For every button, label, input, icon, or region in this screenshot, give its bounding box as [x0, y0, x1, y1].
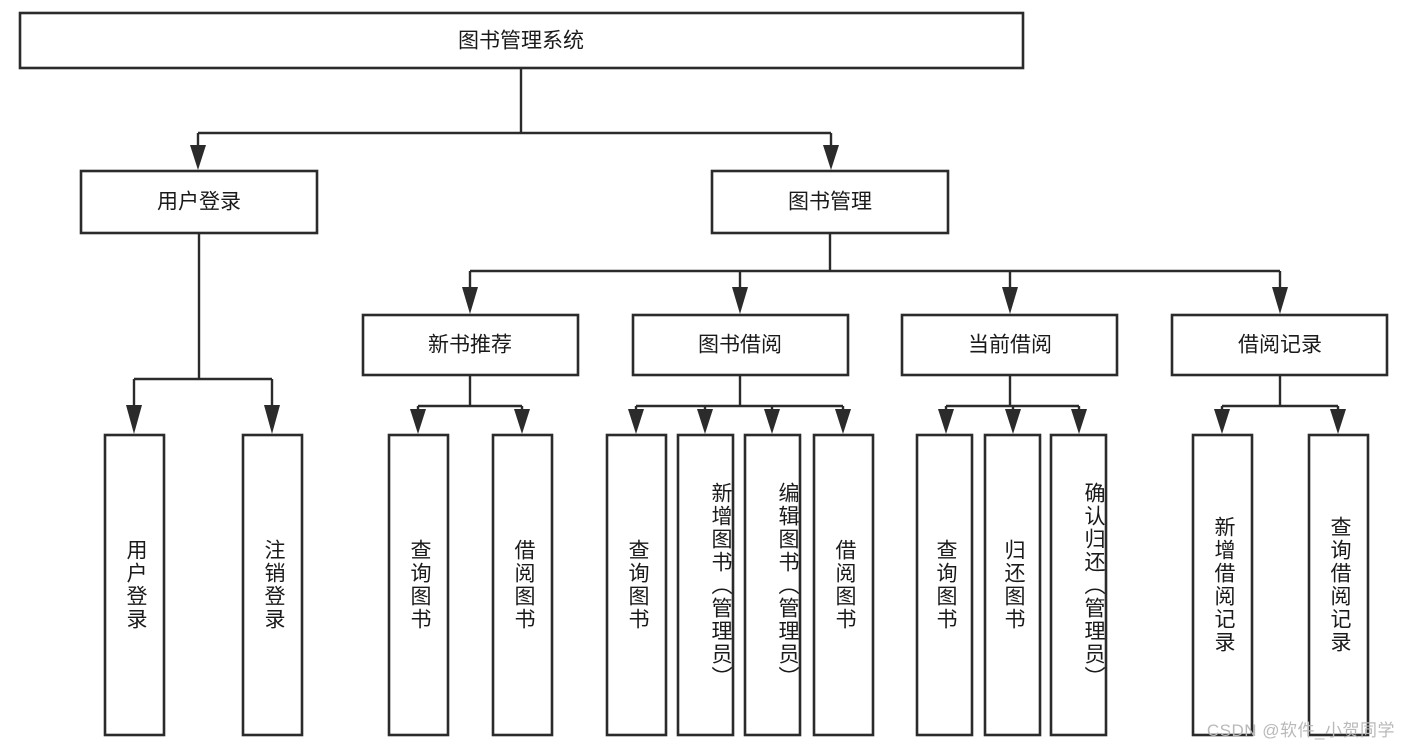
- leaf-box-edit-book[interactable]: [743, 433, 802, 737]
- leaf-label-confirm-return: 确认归还（管理员）: [1082, 481, 1105, 689]
- user-login-box: [79, 169, 319, 235]
- new-book-recommend-box: [361, 313, 580, 377]
- leaf-box-return-book[interactable]: [983, 433, 1042, 737]
- node-user-login[interactable]: 用户登录: [79, 169, 319, 235]
- leaf-label-user-login: 用户登录: [123, 539, 147, 631]
- leaf-label-edit-book: 编辑图书（管理员）: [776, 481, 799, 689]
- leaf-label-borrow-book-2: 借阅图书: [832, 539, 856, 631]
- arrow-leaf-return-book: [1005, 409, 1021, 434]
- leaf-box-add-book[interactable]: [676, 433, 735, 737]
- root-box: [18, 11, 1025, 70]
- leaf-label-query-book-2: 查询图书: [625, 539, 649, 631]
- leaf-box-query-record[interactable]: [1307, 433, 1370, 737]
- arrow-leaf-add-book: [697, 409, 713, 434]
- node-book-management[interactable]: 图书管理: [710, 169, 950, 235]
- node-current-borrow[interactable]: 当前借阅: [900, 313, 1119, 377]
- leaf-box-query-book-3[interactable]: [915, 433, 974, 737]
- leaf-box-add-record[interactable]: [1191, 433, 1254, 737]
- arrow-book-borrow: [732, 287, 748, 314]
- node-book-borrow[interactable]: 图书借阅: [631, 313, 850, 377]
- node-root[interactable]: 图书管理系统: [18, 11, 1025, 70]
- arrow-leaf-edit-book: [764, 409, 780, 434]
- book-borrow-box: [631, 313, 850, 377]
- arrow-leaf-query-book-3: [938, 409, 954, 434]
- leaf-label-query-book-3: 查询图书: [933, 539, 957, 631]
- borrow-record-label: 借阅记录: [1238, 334, 1322, 357]
- leaf-box-logout[interactable]: [241, 433, 304, 737]
- leaf-box-query-book-2[interactable]: [605, 433, 668, 737]
- borrow-record-box: [1170, 313, 1389, 377]
- arrow-leaf-borrow-book-1: [514, 409, 530, 434]
- leaf-label-add-record: 新增借阅记录: [1211, 516, 1235, 654]
- leaf-box-confirm-return[interactable]: [1049, 433, 1108, 737]
- leaf-box-user-login[interactable]: [103, 433, 166, 737]
- arrow-user-login: [190, 145, 206, 170]
- leaf-box-query-book-1[interactable]: [387, 433, 450, 737]
- arrow-leaf-confirm-return: [1071, 409, 1087, 434]
- csdn-watermark: CSDN @软件_小贺同学: [1206, 721, 1395, 740]
- book-management-label: 图书管理: [788, 191, 872, 214]
- arrow-leaf-query-book-1: [410, 409, 426, 434]
- arrow-leaf-query-book-2: [628, 409, 644, 434]
- arrow-leaf-logout: [264, 405, 280, 434]
- arrow-book-management: [823, 145, 839, 170]
- arrow-new-book-recommend: [462, 287, 478, 314]
- book-management-box: [710, 169, 950, 235]
- arrow-leaf-user-login: [126, 405, 142, 434]
- leaf-label-logout: 注销登录: [261, 539, 285, 631]
- arrow-current-borrow: [1002, 287, 1018, 314]
- node-new-book-recommend[interactable]: 新书推荐: [361, 313, 580, 377]
- root-label: 图书管理系统: [458, 30, 584, 53]
- arrow-leaf-add-record: [1214, 409, 1230, 434]
- leaf-box-borrow-book-2[interactable]: [812, 433, 875, 737]
- leaf-box-borrow-book-1[interactable]: [491, 433, 554, 737]
- leaf-label-add-book: 新增图书（管理员）: [709, 481, 732, 689]
- new-book-recommend-label: 新书推荐: [428, 334, 512, 357]
- book-borrow-label: 图书借阅: [698, 334, 782, 357]
- leaf-label-borrow-book-1: 借阅图书: [511, 539, 535, 631]
- node-borrow-record[interactable]: 借阅记录: [1170, 313, 1389, 377]
- leaf-label-query-record: 查询借阅记录: [1327, 516, 1351, 654]
- user-login-label: 用户登录: [157, 191, 241, 214]
- arrow-leaf-query-record: [1330, 409, 1346, 434]
- leaf-label-query-book-1: 查询图书: [407, 539, 431, 631]
- arrow-borrow-record: [1272, 287, 1288, 314]
- current-borrow-label: 当前借阅: [968, 334, 1052, 357]
- arrow-leaf-borrow-book-2: [835, 409, 851, 434]
- leaf-label-return-book: 归还图书: [1001, 539, 1025, 631]
